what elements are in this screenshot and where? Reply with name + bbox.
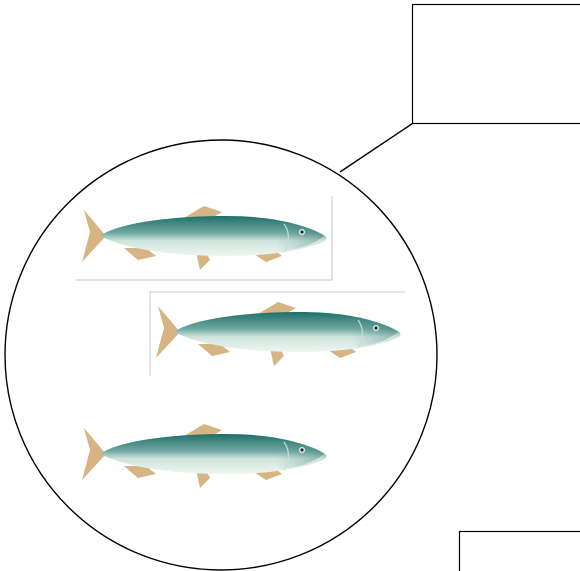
bottom-right-box	[458, 530, 580, 571]
fish-3	[81, 423, 328, 489]
crop-frame-1	[76, 196, 333, 281]
crop-frame-2	[149, 291, 405, 376]
fish-1	[76, 196, 333, 281]
top-right-box	[411, 3, 580, 125]
fish-2	[149, 291, 405, 376]
connector-line	[339, 122, 413, 173]
zoom-circle	[4, 139, 438, 571]
